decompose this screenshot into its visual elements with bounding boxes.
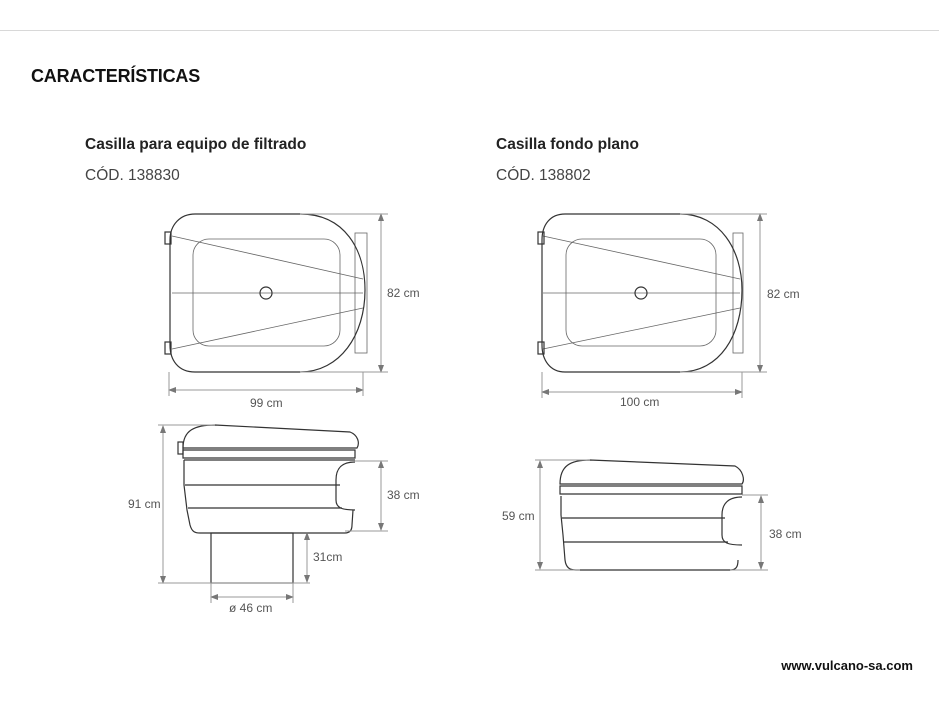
product-title: Casilla fondo plano bbox=[496, 136, 639, 153]
body-height-label: 38 cm bbox=[769, 527, 802, 541]
product-code: CÓD. 138830 bbox=[85, 167, 180, 184]
width-label: 100 cm bbox=[620, 395, 659, 409]
product-title: Casilla para equipo de filtrado bbox=[85, 136, 307, 153]
height-label: 59 cm bbox=[502, 509, 535, 523]
top-view-drawing: 82 cm 99 cm bbox=[164, 213, 420, 410]
header-divider bbox=[0, 30, 939, 31]
side-view-drawing: 91 cm 38 cm 31cm ø 46 cm bbox=[128, 424, 420, 615]
top-view-drawing: 82 cm 100 cm bbox=[537, 213, 800, 409]
base-height-label: 31cm bbox=[313, 550, 342, 564]
website-link[interactable]: www.vulcano-sa.com bbox=[781, 658, 913, 673]
product-code: CÓD. 138802 bbox=[496, 167, 591, 184]
height-label: 91 cm bbox=[128, 497, 161, 511]
body-height-label: 38 cm bbox=[387, 488, 420, 502]
width-label: 99 cm bbox=[250, 396, 283, 410]
side-view-drawing: 59 cm 38 cm bbox=[502, 459, 802, 571]
section-title: CARACTERÍSTICAS bbox=[31, 66, 201, 86]
depth-label: 82 cm bbox=[387, 286, 420, 300]
depth-label: 82 cm bbox=[767, 287, 800, 301]
diameter-label: ø 46 cm bbox=[229, 601, 272, 615]
